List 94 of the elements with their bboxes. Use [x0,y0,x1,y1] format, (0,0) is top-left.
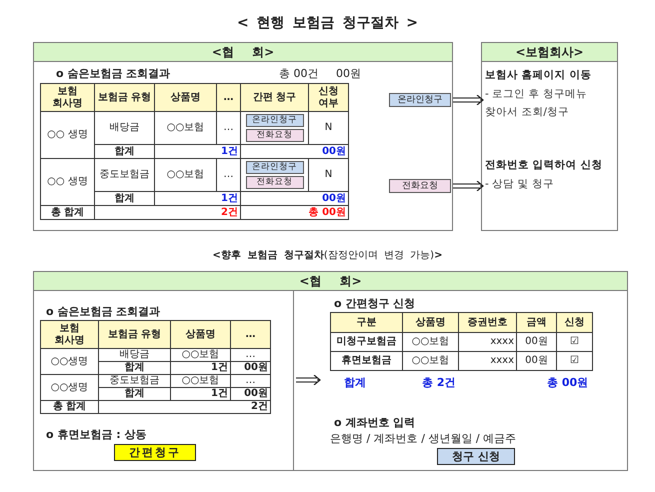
arrow [452,180,484,192]
table-cell: 배당금 [94,112,154,144]
header-cell: 상품명 [170,320,230,348]
submit-button: 청구 신청 [437,448,515,465]
section-heading: o 간편청구 신청 [334,296,416,311]
header-cell: 보험 회사명 [40,84,94,112]
total-text: 총 00건 [279,66,318,81]
header-cell: 보험금 유형 [94,84,154,112]
table-cell: ○○ 생명 [40,158,94,206]
table-cell: … [230,348,270,362]
header-cell: 증권번호 [458,312,516,332]
table-cell: 00원 [230,388,270,400]
table-cell: ○○생명 [40,374,98,400]
total-text: 합계 [344,375,366,390]
claim-button: 전화요청 [246,129,304,142]
section-heading: o 휴면보험금 : 상동 [46,427,146,442]
table-cell: ○○생명 [40,348,98,374]
body-text: - 상담 및 청구 [485,177,555,192]
header-cell: 상품명 [154,84,216,112]
table-cell: ○○보험 [154,112,216,144]
table-cell: ○○보험 [170,374,230,388]
table-cell: 1건 [154,192,240,206]
table-cell: ○○보험 [402,352,458,370]
section-heading: o 계좌번호 입력 [334,415,416,430]
table-cell: 배당금 [98,348,170,362]
header-cell: 신청 여부 [308,84,348,112]
table-cell: 합계 [94,144,154,158]
total-text: 00원 [336,66,361,81]
header-cell: 금액 [516,312,556,332]
table-cell: N [308,112,348,144]
claim-button: 온라인청구 [246,114,304,127]
arrow [452,94,484,106]
panel [481,42,618,231]
heading-text: 전화번호 입력하여 신청 [485,158,604,173]
table-cell: xxxx [458,352,516,370]
header-cell: 보험금 유형 [98,320,170,348]
header-cell: 보험 회사명 [40,320,98,348]
table-cell: 합계 [98,388,170,400]
claim-tag: 전화요청 [389,179,451,193]
table-cell: 1건 [170,388,230,400]
table-cell: ○○보험 [170,348,230,362]
header-cell: 상품명 [402,312,458,332]
section-heading: o 숨은보험금 조회결과 [56,66,170,81]
claim-button: 전화요청 [246,176,304,189]
table-cell: 2건 [98,400,270,414]
table-cell: xxxx [458,332,516,352]
header-cell: 구분 [330,312,402,332]
table-cell: 합계 [94,192,154,206]
table-cell: 중도보험금 [98,374,170,388]
table-cell: 00원 [230,362,270,374]
table-cell: ○○ 생명 [40,112,94,158]
table-cell: 휴면보험금 [330,352,402,370]
table-cell: 총 합계 [40,206,94,220]
header-cell: … [230,320,270,348]
panel-header: <협 회> [34,272,627,291]
table-cell: … [216,112,240,144]
table-cell: 총 00원 [240,206,348,220]
section-heading: o 숨은보험금 조회결과 [46,304,160,319]
table-cell: 00원 [240,144,348,158]
table-cell: N [308,158,348,192]
table-cell: 합계 [98,362,170,374]
table-cell: 1건 [154,144,240,158]
table-cell: 00원 [516,332,556,352]
panel-header: <협 회> [34,43,452,62]
page-title: < 현행 보험금 청구절차 > [236,14,419,32]
table-cell: 00원 [240,192,348,206]
section-title: <향후 보험금 청구절차(잠정안이며 변경 가능)> [212,249,444,262]
panel [33,271,628,471]
claim-tag: 온라인청구 [389,93,451,107]
field-list-text: 은행명 / 계좌번호 / 생년월일 / 예금주 [330,431,516,446]
panel [33,42,453,231]
heading-text: 보험사 홈페이지 이동 [485,68,592,83]
total-text: 총 00원 [547,375,588,390]
table-cell: ☑ [556,332,592,352]
body-text: - 로그인 후 청구메뉴 찾아서 조회/청구 [485,87,588,120]
table-cell: ○○보험 [402,332,458,352]
total-text: 총 2건 [422,375,456,390]
header-cell: 신청 [556,312,592,332]
table-cell: 중도보험금 [94,158,154,192]
table-cell: 00원 [516,352,556,370]
table-cell: … [230,374,270,388]
header-cell: 간편 청구 [240,84,308,112]
panel-header: <보험회사> [482,43,617,62]
table-cell: … [216,158,240,192]
table-cell: 총 합계 [40,400,98,414]
arrow [295,374,321,386]
table-cell: 2건 [94,206,240,220]
header-cell: … [216,84,240,112]
table-cell: ☑ [556,352,592,370]
table-cell: 미청구보험금 [330,332,402,352]
claim-button: 간편청구 [114,444,196,461]
table-cell: 1건 [170,362,230,374]
claim-button: 온라인청구 [246,161,304,174]
table-cell: ○○보험 [154,158,216,192]
